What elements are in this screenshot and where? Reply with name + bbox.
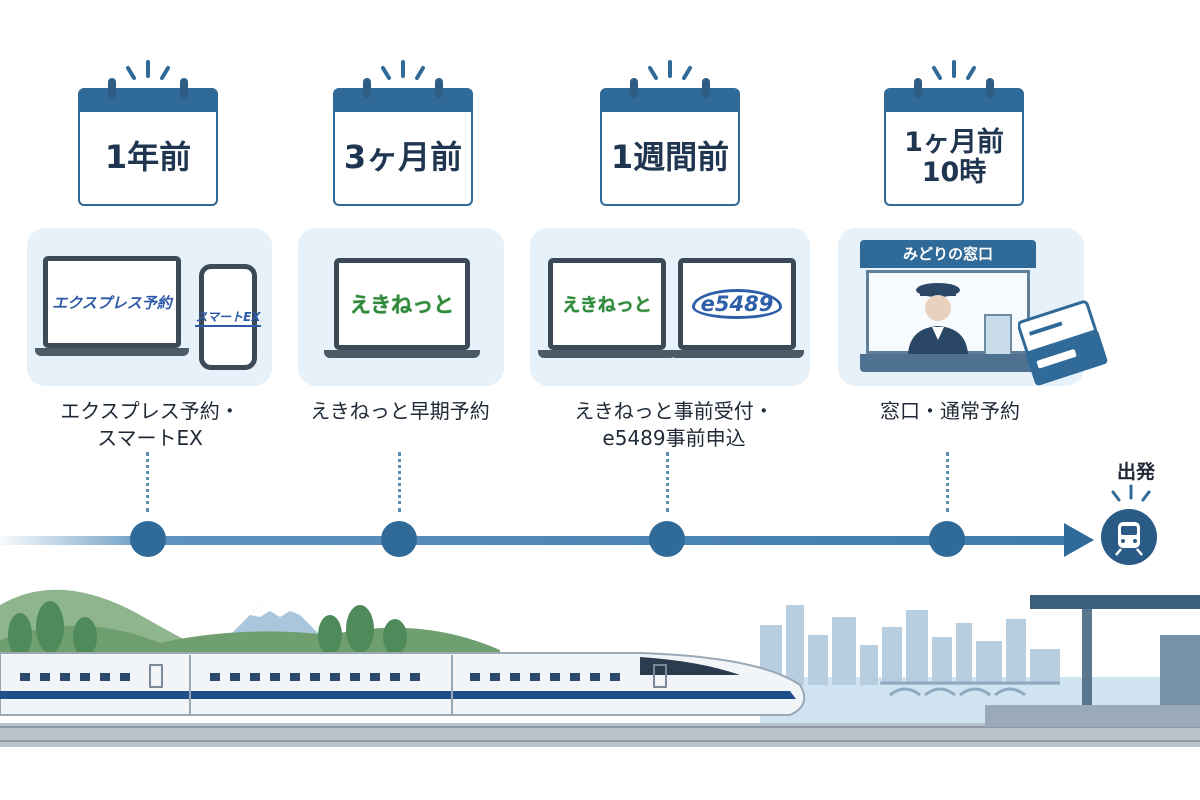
connector [146,452,149,512]
label-line: スマートEX [97,426,203,450]
label-line: えきねっと早期予約 [310,399,490,423]
ekinet-logo: えきねっと [562,295,652,316]
calendar-text: 1年前 [104,138,192,177]
calendar-icon-4: 1ヶ月前 10時 [884,60,1024,208]
timeline-node-4 [929,521,965,557]
timeline-node-2 [381,521,417,557]
alert-rays [381,60,425,80]
smart-ex-logo: スマートEX [195,308,261,327]
card-express: エクスプレス予約 スマートEX [27,228,272,386]
timeline-node-3 [649,521,685,557]
trees [8,601,407,657]
timeline-line [0,536,1070,545]
calendar-text-line2: 10時 [921,157,987,188]
connector [946,452,949,512]
clerk-icon [908,283,968,354]
laptop-icon: えきねっと [548,258,666,350]
window-sign: みどりの窓口 [860,240,1036,268]
scenery [0,565,1200,800]
station-platform [985,595,1200,727]
step-label-4: 窓口・通常予約 [850,398,1050,425]
train-icon [1101,509,1157,565]
shinkansen-train [0,652,806,716]
laptop-icon: エクスプレス予約 [43,256,181,348]
card-advance-request: えきねっと e5489 [530,228,810,386]
connector [666,452,669,512]
label-line: えきねっと事前受付・ [574,399,774,423]
city-skyline [760,605,1060,685]
laptop-base [35,348,189,356]
label-line: e5489事前申込 [602,426,746,450]
laptop-base [670,350,804,358]
laptop-icon: e5489 [678,258,796,350]
calendar-text: 1週間前 [610,138,730,177]
calendar-icon-1: 1年前 [78,60,218,208]
step-label-3: えきねっと事前受付・ e5489事前申込 [554,398,794,452]
departure-label: 出発 [1116,461,1155,483]
label-line: 窓口・通常予約 [880,399,1020,423]
step-label-1: エクスプレス予約・ スマートEX [40,398,260,452]
alert-rays [1111,484,1151,502]
ticket-window-icon: みどりの窓口 [860,240,1036,372]
e5489-logo: e5489 [691,289,783,319]
ekinet-logo: えきねっと [349,293,455,317]
label-line: エクスプレス予約・ [60,399,240,423]
smartphone-icon: スマートEX [195,264,261,370]
connector [398,452,401,512]
laptop-icon: えきねっと [334,258,470,350]
calendar-icon-3: 1週間前 [600,60,740,208]
card-ekinet-early: えきねっと [298,228,504,386]
calendar-text-line1: 1ヶ月前 [904,127,1004,159]
laptop-base [538,350,676,358]
card-ticket-window: みどりの窓口 [838,228,1108,386]
alert-rays [126,60,170,80]
ticket-icon [1018,300,1108,386]
alert-rays [932,60,976,80]
bridge [880,681,1060,697]
calendar-icon-2: 3ヶ月前 [333,60,473,208]
timeline-arrow [1064,523,1094,557]
calendar-text: 3ヶ月前 [343,138,463,177]
express-yoyaku-logo: エクスプレス予約 [52,293,172,312]
timeline-node-1 [130,521,166,557]
laptop-base [324,350,480,358]
alert-rays [648,60,692,80]
step-label-2: えきねっと早期予約 [290,398,510,425]
